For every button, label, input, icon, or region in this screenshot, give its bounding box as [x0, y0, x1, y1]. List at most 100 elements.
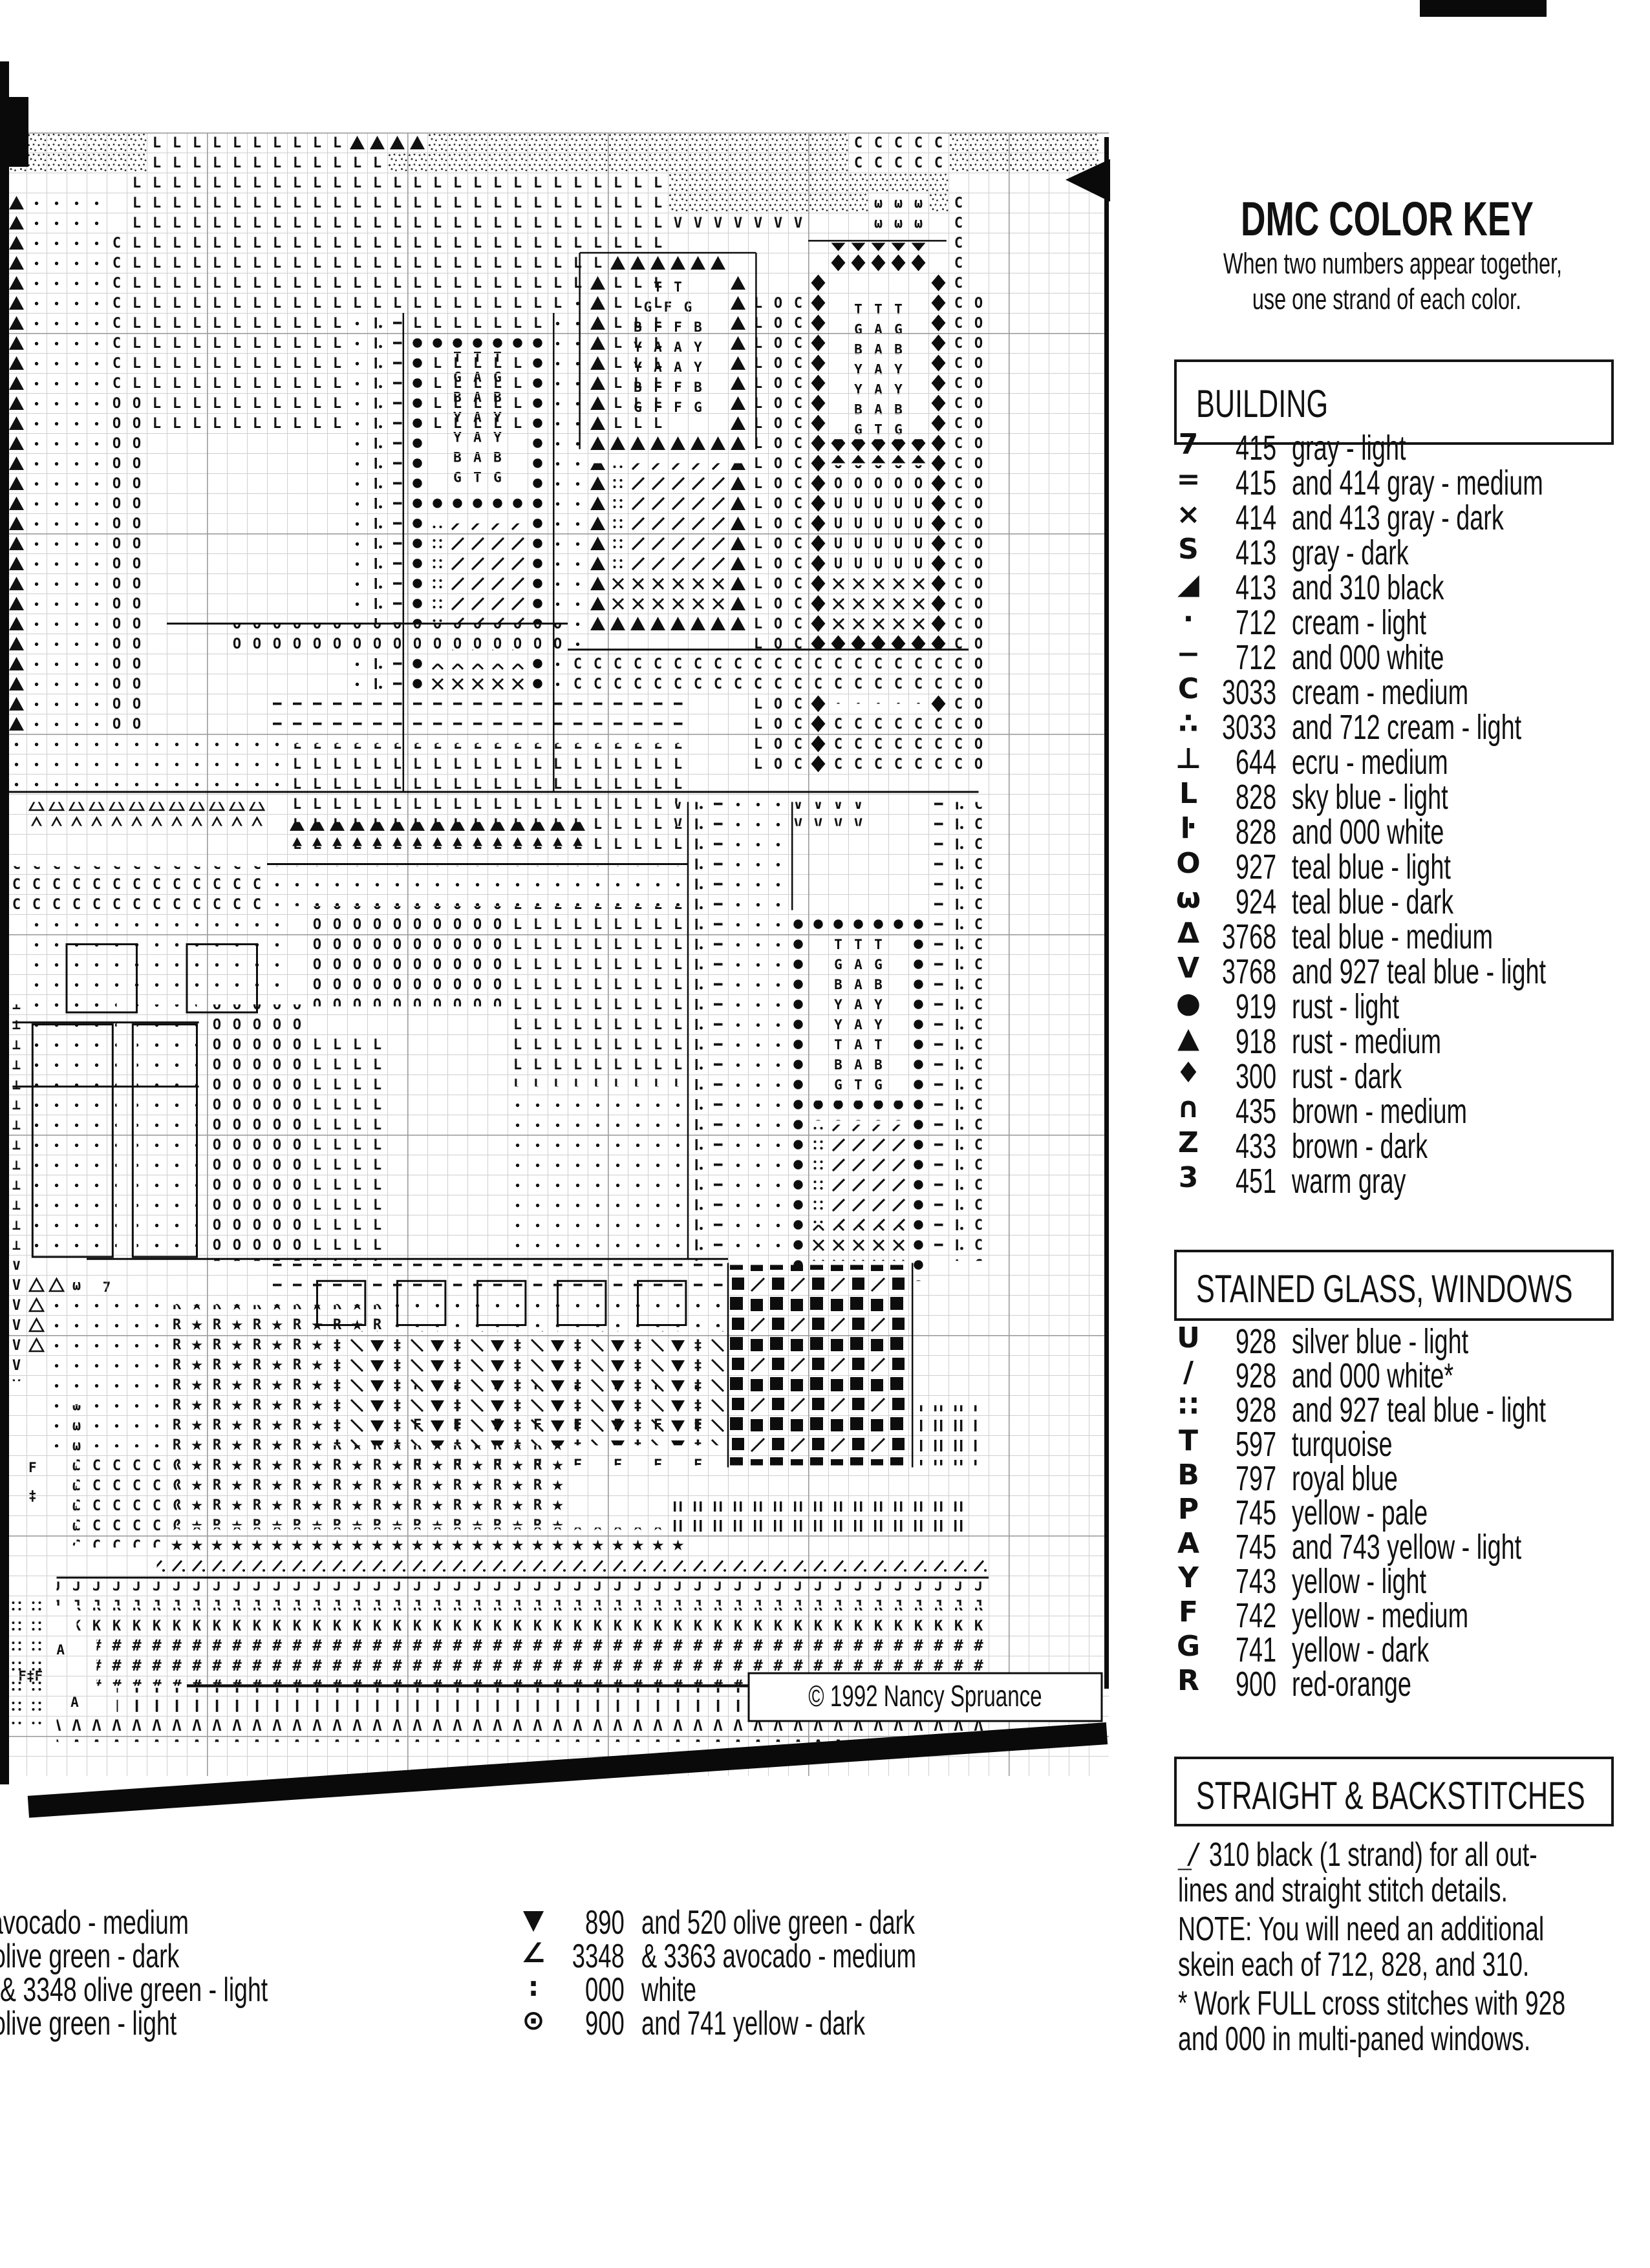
symbol-glyph: U [1177, 1321, 1200, 1354]
section-box-building: BUILDING [1174, 359, 1614, 445]
color-name: turquoise [1292, 1425, 1393, 1464]
symbol-glyph: : [528, 1971, 539, 2002]
legend-partial-line: avocado - medium [0, 1904, 189, 1942]
color-name: teal blue - dark [1292, 883, 1454, 921]
chart-bottom-border [27, 1722, 1108, 1818]
color-name: cream - light [1292, 603, 1426, 642]
symbol-glyph: ▲ [1177, 1022, 1199, 1054]
symbol-glyph: − [1176, 637, 1201, 670]
color-name: and 000 white [1292, 638, 1444, 677]
backstitch-footnote-line1: * Work FULL cross stitches with 928 [1178, 1985, 1566, 2022]
color-name: royal blue [1292, 1459, 1398, 1498]
legend-partial-line: & 3348 olive green - light [0, 1971, 268, 2009]
symbol-glyph: O [1176, 847, 1201, 880]
symbol-glyph: P [1177, 1493, 1199, 1526]
dmc-code: 745 [1235, 1493, 1276, 1532]
color-name: brown - dark [1292, 1127, 1428, 1166]
section-label: STRAIGHT & BACKSTITCHES [1196, 1774, 1585, 1817]
symbol-glyph: ∴ [1178, 707, 1199, 740]
backstitch-footnote-line2: and 000 in multi-paned windows. [1178, 2020, 1531, 2058]
dmc-code: 828 [1235, 778, 1276, 817]
symbol-glyph: Z [1178, 1126, 1199, 1159]
symbol-glyph: A [1177, 1527, 1200, 1560]
dmc-code: 797 [1235, 1459, 1276, 1498]
dmc-code: 741 [1235, 1631, 1276, 1669]
symbol-glyph: ŀ [1180, 812, 1197, 845]
color-name: warm gray [1292, 1162, 1406, 1201]
dmc-code: 712 [1235, 638, 1276, 677]
dmc-code: 900 [1235, 1665, 1276, 1704]
color-name: and 712 cream - light [1292, 708, 1522, 747]
color-name: rust - medium [1292, 1022, 1442, 1061]
color-name: gray - dark [1292, 533, 1409, 572]
color-name: and 000 white [1292, 813, 1444, 851]
dmc-code: 919 [1235, 987, 1276, 1026]
color-name: gray - light [1292, 429, 1406, 467]
color-name: and 741 yellow - dark [641, 2005, 865, 2042]
symbol-glyph: 3 [1178, 1161, 1199, 1194]
dmc-code: 745 [1235, 1528, 1276, 1567]
dmc-code: 927 [1235, 848, 1276, 886]
color-name: rust - light [1292, 987, 1399, 1026]
color-name: & 3363 avocado - medium [641, 1938, 916, 1975]
color-name: brown - medium [1292, 1092, 1467, 1131]
section-label: BUILDING [1196, 382, 1329, 425]
dmc-code: 890 [585, 1904, 625, 1942]
dmc-code: 451 [1235, 1162, 1276, 1201]
symbol-glyph: S [1178, 533, 1199, 566]
dmc-code: 644 [1235, 743, 1276, 782]
symbol-glyph: ⊙ [522, 2004, 545, 2036]
color-name: and 310 black [1292, 568, 1444, 607]
dmc-code: 414 [1235, 498, 1276, 537]
dmc-code: 743 [1235, 1562, 1276, 1601]
top-right-edge-bar [1420, 0, 1547, 17]
symbol-glyph: · [1183, 603, 1194, 636]
left-page-edge-bar [0, 61, 9, 1784]
symbol-glyph: B [1177, 1459, 1199, 1492]
symbol-glyph: × [1176, 498, 1201, 531]
symbol-glyph: ∩ [1177, 1091, 1200, 1124]
dmc-code: 3348 [572, 1938, 625, 1975]
color-name: sky blue - light [1292, 778, 1448, 817]
dmc-code: 000 [585, 1971, 625, 2009]
symbol-glyph: ▼ [522, 1903, 544, 1935]
legend-partial-line: olive green - dark [0, 1938, 180, 1975]
section-box-stained-glass: STAINED GLASS, WINDOWS [1174, 1250, 1614, 1321]
dmc-code: 742 [1235, 1596, 1276, 1635]
symbol-glyph: ∷ [1178, 1390, 1199, 1423]
chart-outlines [6, 240, 989, 1687]
symbol-glyph: T [1178, 1424, 1198, 1457]
dmc-code: 828 [1235, 813, 1276, 851]
dmc-code: 415 [1235, 464, 1276, 502]
dmc-code: 3033 [1221, 673, 1276, 712]
symbol-glyph: R [1177, 1664, 1199, 1697]
color-name: silver blue - light [1292, 1322, 1469, 1361]
dmc-code: 415 [1235, 429, 1276, 467]
color-name: and 743 yellow - light [1292, 1528, 1522, 1567]
backstitch-note-line1: NOTE: You will need an additional [1178, 1910, 1545, 1948]
chart-edge-arrow-marker [1066, 159, 1110, 202]
color-name: and 927 teal blue - light [1292, 952, 1546, 991]
dmc-code: 712 [1235, 603, 1276, 642]
section-box-backstitches: STRAIGHT & BACKSTITCHES [1174, 1757, 1614, 1826]
symbol-glyph: C [1177, 672, 1199, 705]
color-name: rust - dark [1292, 1057, 1402, 1096]
color-name: teal blue - medium [1292, 917, 1493, 956]
symbol-glyph: ● [1175, 987, 1201, 1020]
section-label: STAINED GLASS, WINDOWS [1196, 1267, 1573, 1311]
symbol-glyph: Δ [1177, 917, 1200, 950]
symbol-glyph: ♦ [1175, 1056, 1201, 1089]
dmc-code: 928 [1235, 1356, 1276, 1395]
dmc-code: 300 [1235, 1057, 1276, 1096]
symbol-glyph: ◢ [1177, 568, 1199, 601]
symbol-glyph: ⊥ [1175, 742, 1202, 775]
dmc-code: 433 [1235, 1127, 1276, 1166]
chart-right-border [1104, 137, 1109, 1689]
chart-copyright: © 1992 Nancy Spruance [808, 1679, 1042, 1713]
dmc-code: 3768 [1221, 917, 1276, 956]
copyright-box [747, 1672, 1103, 1722]
color-name: and 413 gray - dark [1292, 498, 1504, 537]
dmc-code: 900 [585, 2005, 625, 2042]
symbol-glyph: ∠ [521, 1937, 546, 1969]
dmc-code: 3033 [1221, 708, 1276, 747]
